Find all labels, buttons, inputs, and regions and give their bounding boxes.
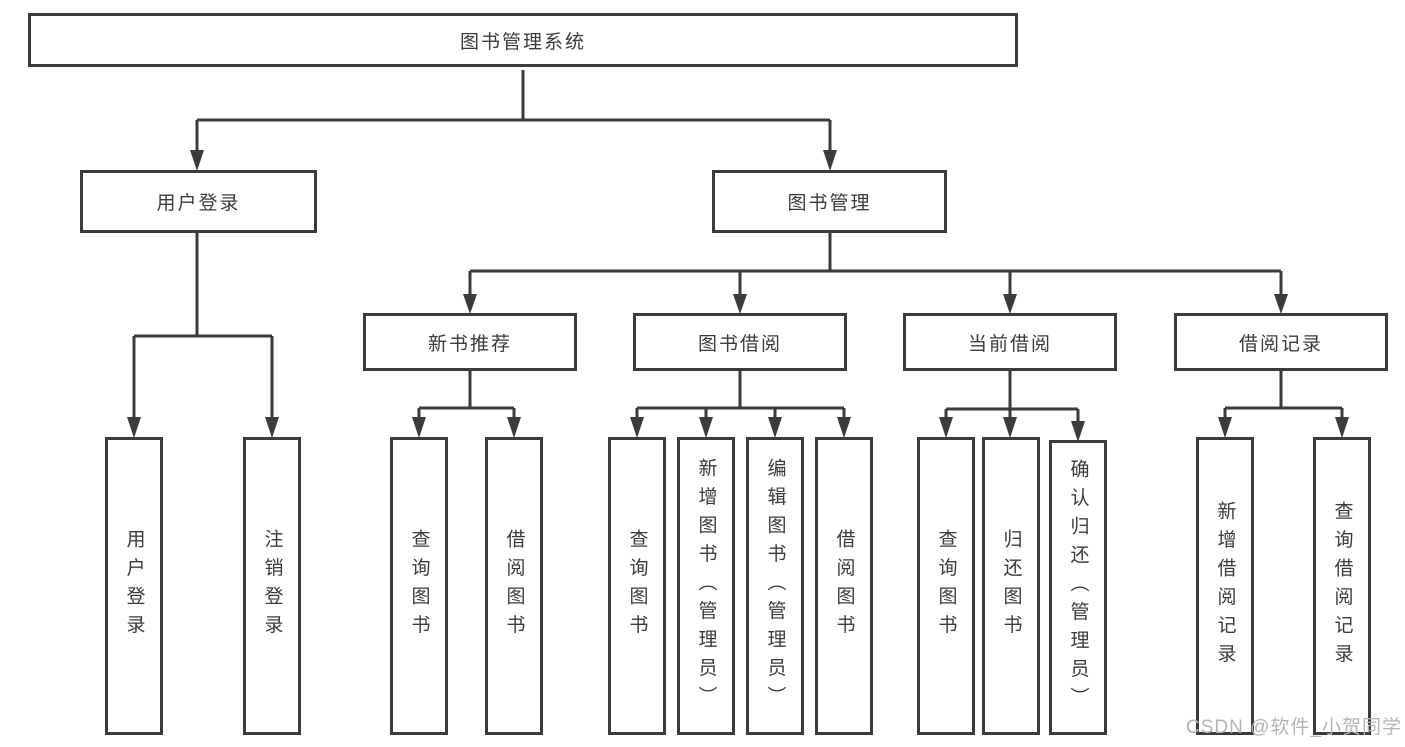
leaf-return-book: 归还图书 — [982, 437, 1040, 735]
node-label: 图书管理系统 — [459, 31, 586, 53]
leaf-borrow-book-1: 借阅图书 — [485, 437, 543, 735]
edges-new-book-recommend — [412, 371, 521, 438]
edges-book-management — [463, 233, 1288, 314]
node-label: 用户登录 — [156, 193, 241, 214]
csdn-watermark: CSDN @软件_小贺同学 — [1186, 717, 1402, 738]
node-label: 图书管理 — [787, 193, 872, 214]
node-label: 新书推荐 — [427, 333, 512, 355]
node-label: 借阅图书 — [833, 529, 855, 643]
node-book-management: 图书管理 — [712, 170, 947, 233]
node-library-management-system: 图书管理系统 — [28, 13, 1018, 67]
leaf-user-login: 用户登录 — [105, 437, 163, 735]
node-label: 查询图书 — [626, 529, 648, 643]
leaf-query-book-3: 查询图书 — [917, 437, 975, 735]
leaf-edit-book-admin: 编辑图书（管理员） — [746, 437, 804, 735]
edges-book-borrow — [630, 371, 851, 438]
node-label: 注销登录 — [261, 529, 283, 643]
leaf-add-borrow-record: 新增借阅记录 — [1196, 437, 1254, 735]
node-user-login-group: 用户登录 — [80, 170, 317, 233]
node-label: 用户登录 — [123, 529, 145, 643]
node-label: 查询图书 — [935, 529, 957, 643]
leaf-logout: 注销登录 — [243, 437, 301, 735]
node-new-book-recommend: 新书推荐 — [363, 313, 577, 371]
leaf-add-book-admin: 新增图书（管理员） — [677, 437, 735, 735]
leaf-borrow-book-2: 借阅图书 — [815, 437, 873, 735]
edges-borrow-record — [1218, 371, 1349, 438]
node-label: 当前借阅 — [967, 333, 1052, 355]
node-label: 新增借阅记录 — [1214, 500, 1236, 672]
node-label: 查询借阅记录 — [1331, 500, 1353, 672]
node-book-borrow: 图书借阅 — [633, 313, 847, 371]
edges-current-borrow — [939, 371, 1085, 442]
node-label: 编辑图书（管理员） — [764, 457, 786, 715]
leaf-query-book-1: 查询图书 — [390, 437, 448, 735]
node-label: 借阅记录 — [1238, 333, 1323, 355]
node-current-borrow: 当前借阅 — [903, 313, 1117, 371]
node-label: 归还图书 — [1000, 529, 1022, 643]
edges-user-login — [127, 233, 279, 438]
node-label: 新增图书（管理员） — [695, 457, 717, 715]
node-borrow-record: 借阅记录 — [1174, 313, 1388, 371]
leaf-query-borrow-record: 查询借阅记录 — [1313, 437, 1371, 735]
node-label: 查询图书 — [408, 529, 430, 643]
node-label: 图书借阅 — [697, 333, 782, 355]
edges-root-to-level2 — [190, 70, 837, 171]
node-label: 借阅图书 — [503, 529, 525, 643]
leaf-query-book-2: 查询图书 — [608, 437, 666, 735]
leaf-confirm-return-admin: 确认归还（管理员） — [1049, 440, 1107, 735]
node-label: 确认归还（管理员） — [1067, 459, 1089, 716]
